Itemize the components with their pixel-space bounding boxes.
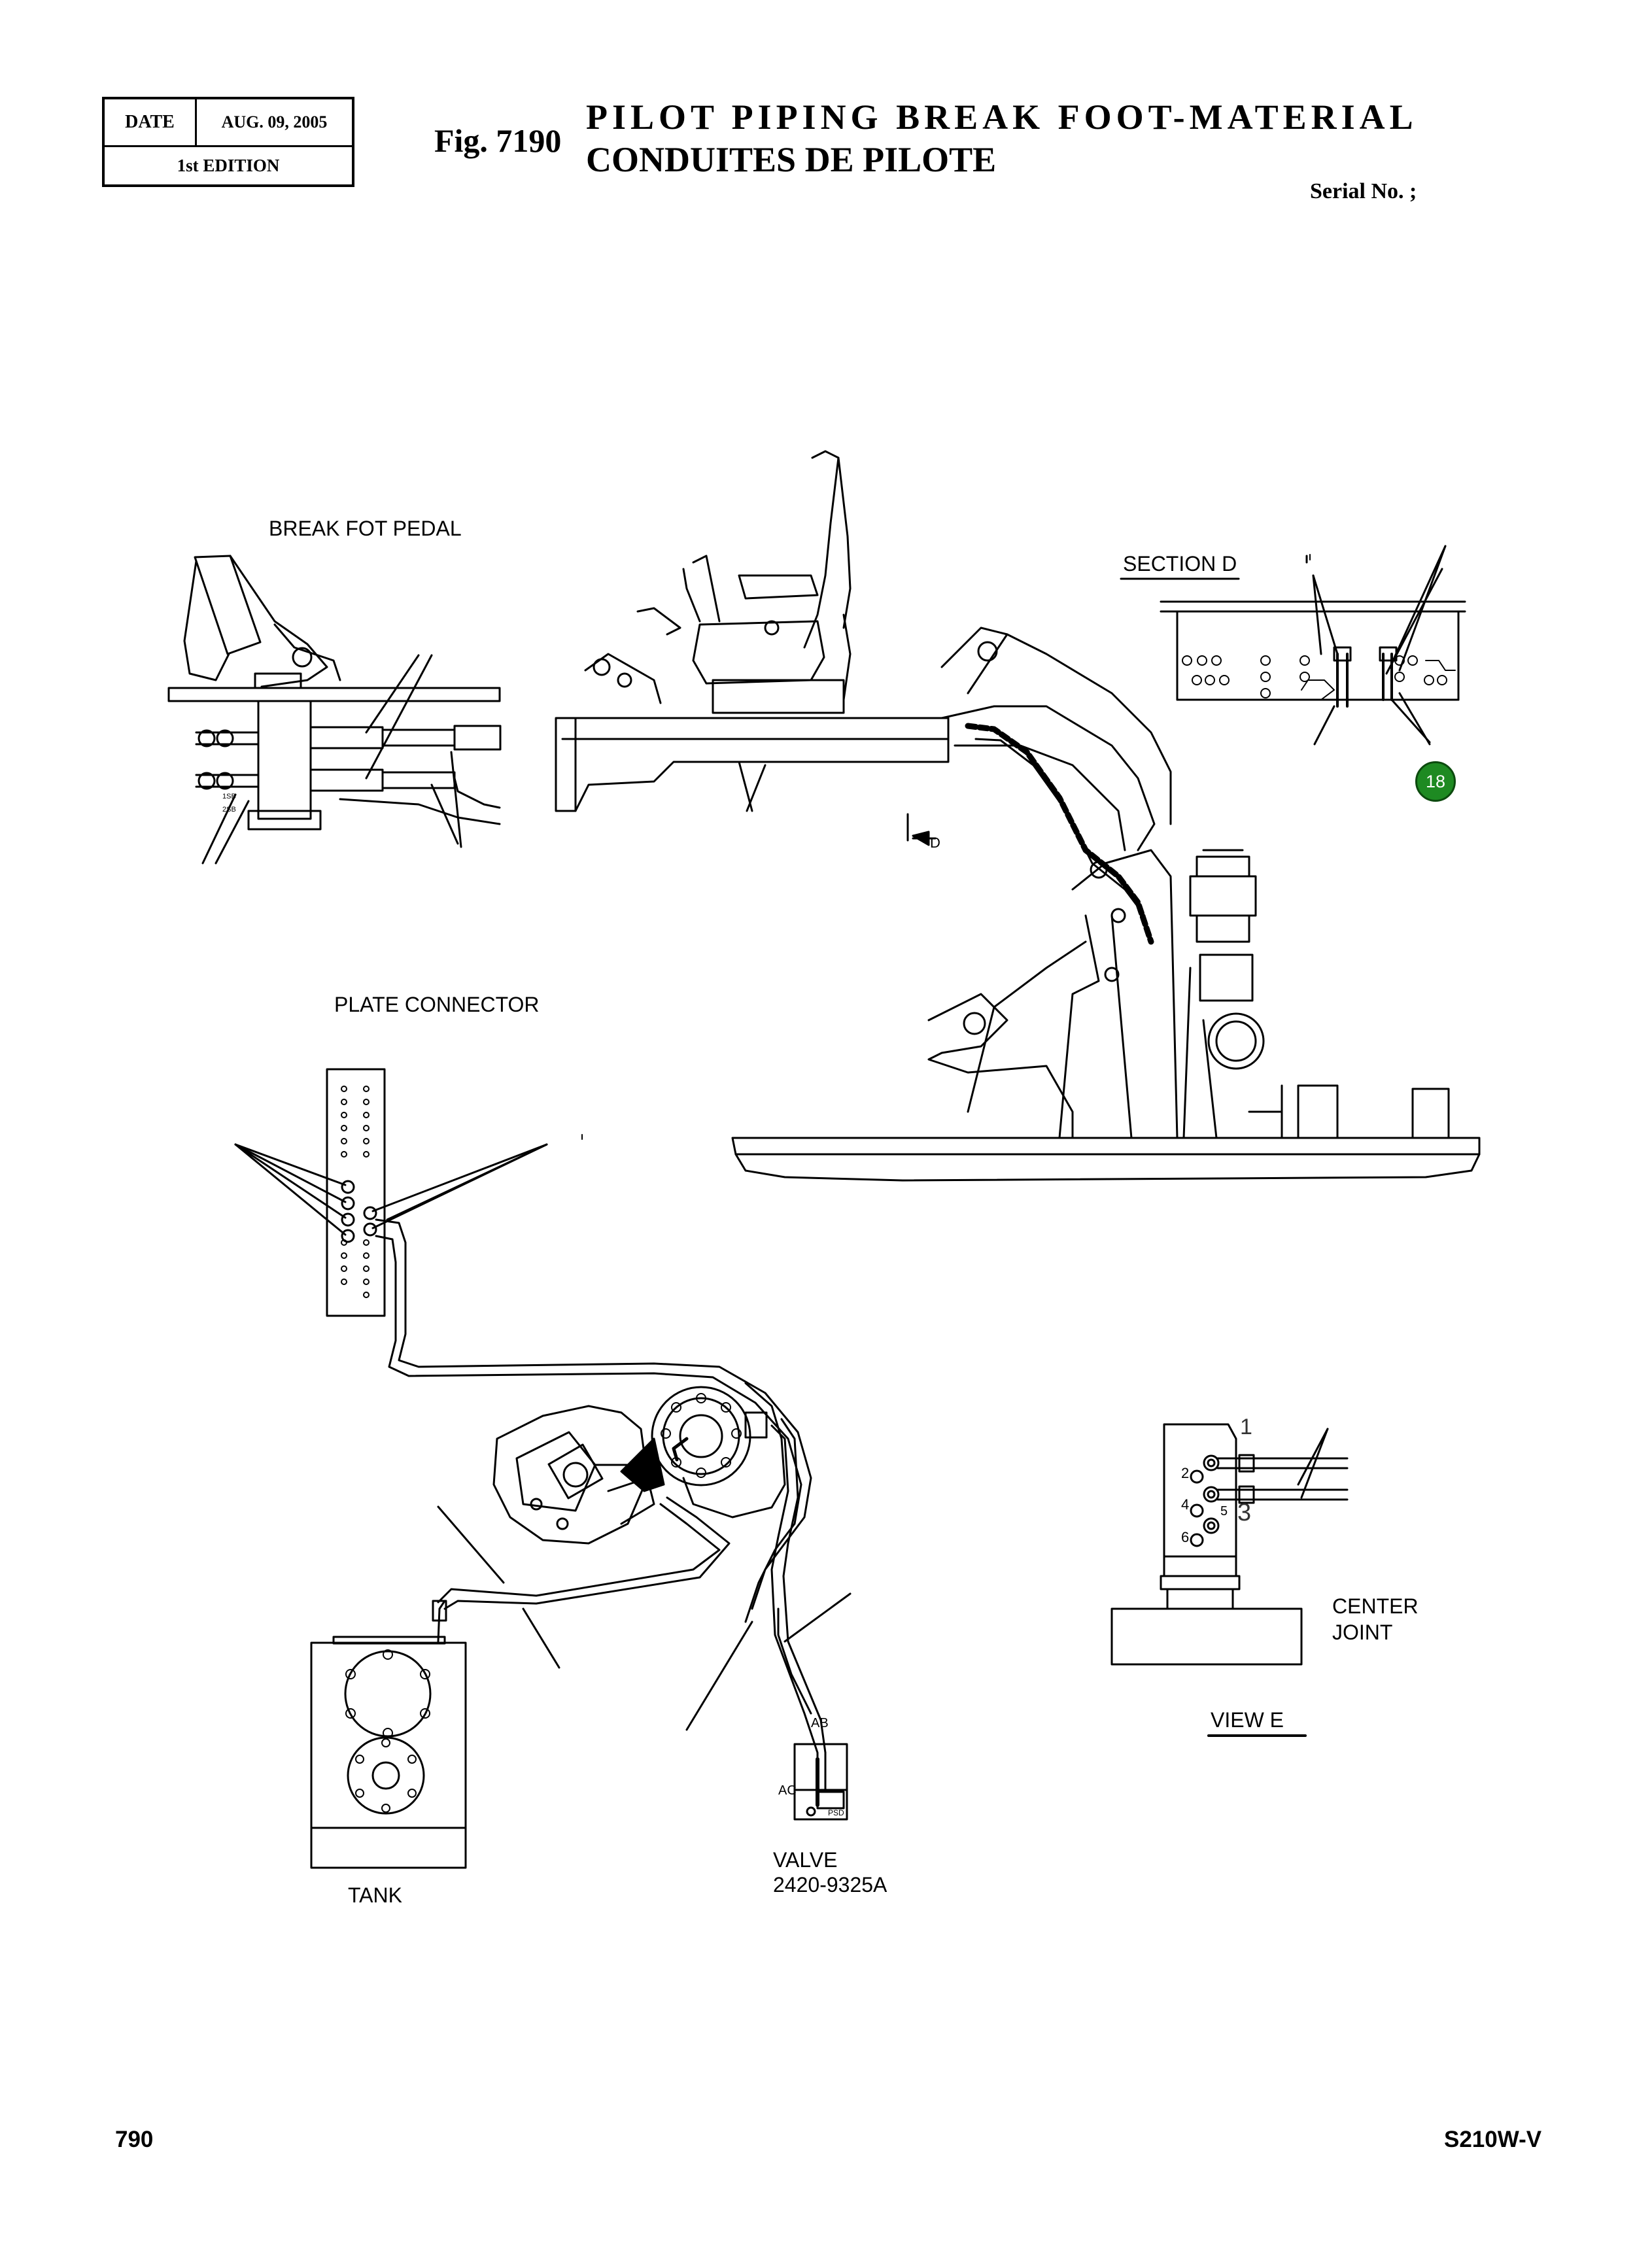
port-number-2: 2 [1181, 1465, 1190, 1481]
center-joint-detail [1110, 1423, 1349, 1737]
label-port-psd: PSD [828, 1808, 844, 1817]
label-tank: TANK [348, 1883, 402, 1907]
motor-assembly [437, 1382, 852, 1767]
label-center-joint-1: CENTER [1332, 1594, 1419, 1618]
figure-number: Fig. 7190 [434, 122, 562, 159]
edition-label: 1st EDITION [177, 156, 280, 175]
page-title: PILOT PIPING BREAK FOOT-MATERIAL [586, 97, 1418, 137]
date-edition-box: DATE AUG. 09, 2005 1st EDITION [102, 97, 354, 187]
label-section-d-marker: D [930, 834, 940, 851]
callout-18-number: 18 [1425, 771, 1446, 791]
serial-number: Serial No. ; [1310, 179, 1417, 203]
callout-18: 18 [1415, 761, 1456, 802]
valve-drawing [793, 1743, 848, 1821]
machine-side-view [555, 450, 1481, 1182]
label-port-ac: AC [778, 1783, 797, 1798]
port-number-6: 6 [1181, 1529, 1190, 1545]
label-valve-part: 2420-9325A [773, 1873, 887, 1897]
date-row: DATE AUG. 09, 2005 [105, 99, 352, 147]
label-pedal-1sb: 1SB [222, 793, 236, 800]
label-pedal-2sb: 2SB [222, 806, 236, 814]
model-number: S210W-V [1444, 2127, 1542, 2152]
port-number-4: 4 [1181, 1496, 1190, 1513]
date-value: AUG. 09, 2005 [221, 112, 328, 131]
label-break-pedal: BREAK FOT PEDAL [269, 517, 462, 540]
port-number-1: 1 [1240, 1415, 1252, 1439]
label-plate-connector: PLATE CONNECTOR [334, 993, 540, 1016]
date-label: DATE [105, 99, 197, 145]
port-number-5: 5 [1220, 1504, 1228, 1519]
label-valve: VALVE [773, 1848, 838, 1872]
port-number-3: 3 [1237, 1499, 1252, 1526]
brake-pedal-detail [167, 555, 502, 865]
page-number: 790 [115, 2127, 154, 2152]
plate-connector-detail [234, 1068, 812, 1623]
tank-drawing [310, 1600, 467, 1869]
label-port-ab: AB [811, 1716, 829, 1730]
label-section-d: SECTION D [1123, 552, 1237, 575]
section-d-detail [1120, 545, 1466, 746]
label-view-e: VIEW E [1211, 1708, 1284, 1732]
label-center-joint-2: JOINT [1332, 1621, 1393, 1644]
page-subtitle: CONDUITES DE PILOTE [586, 140, 997, 179]
